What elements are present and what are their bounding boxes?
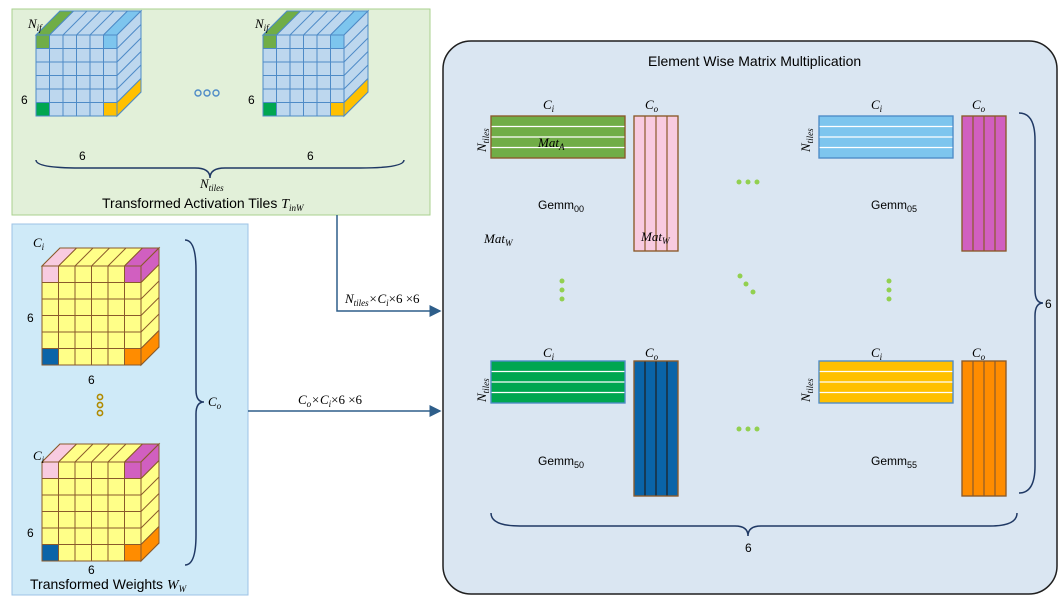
- weights-brace: [184, 239, 205, 566]
- w-height-label-bottom: 6: [27, 526, 34, 540]
- ci-label-bottom: Ci: [33, 448, 45, 465]
- co-label: Co: [208, 394, 222, 411]
- ntiles-label: Ntiles: [199, 176, 224, 193]
- ntiles-label: Ntiles: [798, 378, 815, 403]
- mat-w-label: MatW: [483, 231, 514, 248]
- weights-cube-bottom: [40, 442, 161, 563]
- gemm-label-05: Gemm05: [871, 198, 917, 214]
- gemm-label-50: Gemm50: [538, 454, 584, 470]
- ewmm-title: Element Wise Matrix Multiplication: [648, 53, 861, 69]
- weights-caption: Transformed Weights WW: [30, 576, 188, 594]
- gemm-label-00: Gemm00: [538, 198, 584, 214]
- activation-arrow-label: Ntiles×Ci×6 ×6: [344, 291, 420, 308]
- ewmm-right-brace: [1018, 112, 1044, 494]
- co-label: Co: [645, 345, 659, 362]
- activation-cube-right: [261, 9, 370, 118]
- activation-caption: Transformed Activation Tiles TinW: [102, 195, 305, 213]
- weights-arrow-label: Co×Ci×6 ×6: [298, 392, 363, 409]
- w-width-label-top: 6: [88, 373, 95, 387]
- ewmm-dots: [559, 179, 892, 432]
- weights-panel: Ci Ci 6 6 6 6 Co Transformed Weights WW: [11, 223, 249, 596]
- activation-arrow: Ntiles×Ci×6 ×6: [336, 215, 442, 317]
- height-label-right: 6: [248, 93, 255, 107]
- ewmm-bottom-brace: [490, 512, 1018, 537]
- w-height-label-top: 6: [27, 311, 34, 325]
- ntiles-label: Ntiles: [474, 128, 491, 153]
- ci-label-top: Ci: [33, 235, 45, 252]
- ellipsis-dots: [194, 89, 220, 97]
- ntiles-label: Ntiles: [798, 128, 815, 153]
- co-label: Co: [645, 97, 659, 114]
- co-label: Co: [972, 97, 986, 114]
- vertical-ellipsis: [96, 393, 104, 417]
- ewmm-bottom-dim: 6: [745, 541, 752, 555]
- activation-cube-left: [34, 9, 143, 118]
- w-width-label-bottom: 6: [88, 563, 95, 577]
- nif-label-right: Nif: [254, 16, 270, 33]
- width-label-right: 6: [307, 149, 314, 163]
- activation-panel: Nif Nif 6 6 6 6 Ntiles Transformed Activ…: [11, 8, 431, 216]
- ewmm-right-dim: 6: [1045, 297, 1052, 311]
- co-label: Co: [972, 345, 986, 362]
- weights-cube-top: [40, 246, 161, 367]
- height-label-left: 6: [21, 93, 28, 107]
- activation-brace: [35, 159, 405, 179]
- ntiles-label: Ntiles: [474, 378, 491, 403]
- ci-label: Ci: [871, 97, 883, 114]
- ci-label: Ci: [871, 345, 883, 362]
- mat-w-label-inside: MatW: [640, 229, 671, 246]
- mat-a-label: MatA: [537, 135, 565, 152]
- weights-arrow: Co×Ci×6 ×6: [248, 392, 442, 417]
- width-label-left: 6: [79, 149, 86, 163]
- ci-label: Ci: [543, 345, 555, 362]
- ci-label: Ci: [543, 97, 555, 114]
- nif-label-left: Nif: [27, 16, 43, 33]
- gemm-label-55: Gemm55: [871, 454, 917, 470]
